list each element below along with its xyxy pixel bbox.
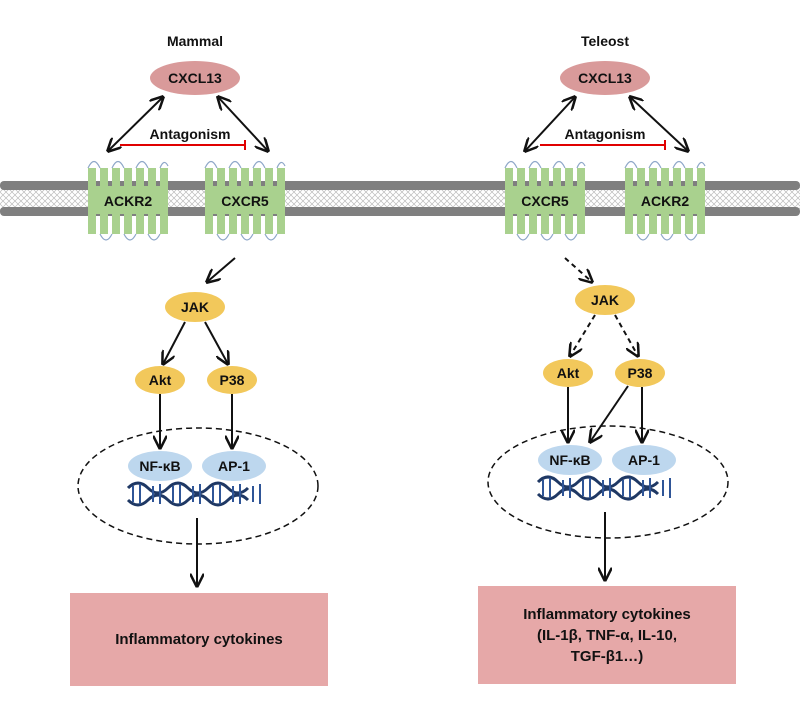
teleost-output-text: Inflammatory cytokines (IL-1β, TNF-α, IL… — [478, 586, 736, 684]
teleost-akt-ellipse — [543, 359, 593, 387]
teleost-nucleus — [487, 425, 729, 539]
teleost-antagonism-label: Antagonism — [565, 126, 646, 142]
teleost-p38-nfkb-arrow — [590, 385, 629, 442]
mammal-title: Mammal — [167, 33, 223, 49]
mammal-cxcr5-jak-arrow — [207, 257, 236, 282]
teleost-cxcr5-label: CXCR5 — [521, 193, 569, 209]
mammal-p38-ellipse — [207, 366, 257, 394]
teleost-dna-icon — [536, 475, 671, 501]
teleost-title: Teleost — [581, 33, 629, 49]
mammal-jak-ellipse — [165, 292, 225, 322]
mammal-nfkb-ellipse — [128, 451, 192, 481]
mammal-akt-label: Akt — [149, 372, 172, 388]
mammal-jak-label: JAK — [181, 299, 209, 315]
mammal-antagonism-label: Antagonism — [150, 126, 231, 142]
mammal-jak-p38-arrow — [204, 321, 228, 364]
mammal-nfkb-label: NF-κB — [139, 458, 180, 474]
teleost-p38-ellipse — [615, 359, 665, 387]
teleost-jak-akt-arrow — [570, 314, 596, 356]
mammal-output-text: Inflammatory cytokines — [70, 593, 328, 686]
teleost-ap1-ellipse — [612, 445, 676, 475]
teleost-nfkb-label: NF-κB — [549, 452, 590, 468]
mammal-ap1-label: AP-1 — [218, 458, 250, 474]
teleost-output-line3: TGF-β1…) — [570, 647, 644, 665]
mammal-ligand-ackr2-arrow — [108, 97, 163, 151]
mammal-cxcl13-label: CXCL13 — [168, 70, 222, 86]
teleost-jak-label: JAK — [591, 292, 619, 308]
teleost-output-line1: Inflammatory cytokines — [523, 605, 691, 623]
mammal-jak-akt-arrow — [163, 321, 186, 364]
mammal-p38-label: P38 — [220, 372, 245, 388]
teleost-cxcr5-receptor — [504, 160, 586, 241]
teleost-cxcl13-ellipse — [560, 61, 650, 95]
teleost-jak-ellipse — [575, 285, 635, 315]
mammal-output-box — [70, 593, 328, 686]
teleost-cxcl13-label: CXCL13 — [578, 70, 632, 86]
teleost-ligand-cxcr5-arrow — [525, 97, 575, 151]
mammal-cxcr5-label: CXCR5 — [221, 193, 269, 209]
teleost-ackr2-receptor — [624, 160, 706, 241]
mammal-ackr2-receptor — [87, 160, 169, 241]
mammal-ackr2-label: ACKR2 — [104, 193, 152, 209]
mammal-cxcl13-ellipse — [150, 61, 240, 95]
teleost-p38-label: P38 — [628, 365, 653, 381]
mammal-ligand-cxcr5-arrow — [218, 97, 268, 151]
teleost-ackr2-label: ACKR2 — [641, 193, 689, 209]
mammal-dna-icon — [126, 481, 261, 507]
mammal-ap1-ellipse — [202, 451, 266, 481]
teleost-output-line2: (IL-1β, TNF-α, IL-10, — [536, 626, 678, 644]
mammal-output-label: Inflammatory cytokines — [115, 631, 283, 648]
teleost-cxcr5-jak-arrow — [564, 257, 592, 282]
mammal-cxcr5-receptor — [204, 160, 286, 241]
teleost-output-box — [478, 586, 736, 684]
teleost-ligand-ackr2-arrow — [630, 97, 688, 151]
teleost-ap1-label: AP-1 — [628, 452, 660, 468]
teleost-akt-label: Akt — [557, 365, 580, 381]
mammal-akt-ellipse — [135, 366, 185, 394]
teleost-jak-p38-arrow — [614, 314, 638, 356]
teleost-nfkb-ellipse — [538, 445, 602, 475]
